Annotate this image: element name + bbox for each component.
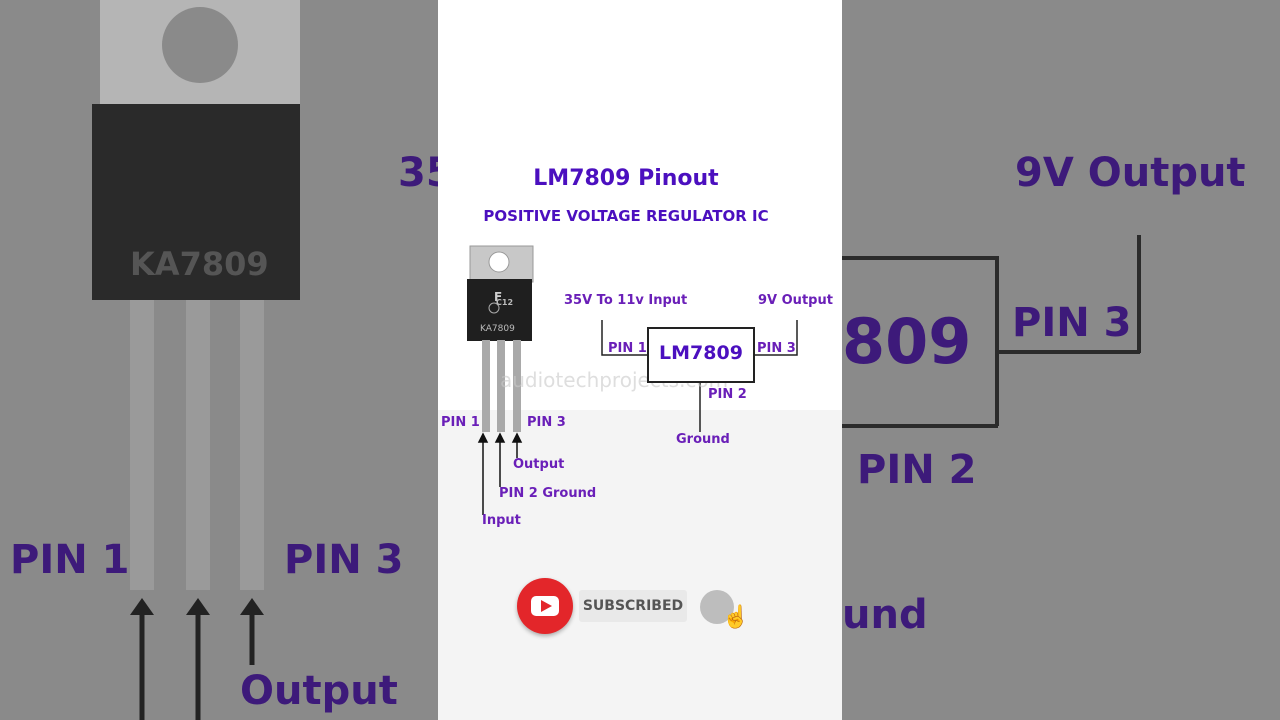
schematic-ground-label: Ground xyxy=(676,432,730,447)
background-pin3-text: PIN 3 xyxy=(284,537,404,583)
subscribed-button[interactable]: SUBSCRIBED xyxy=(579,590,687,622)
background-right: 9V Output 809 PIN 3 PIN 2 und xyxy=(842,0,1280,720)
schematic-ic-box: LM7809 xyxy=(647,327,755,383)
background-output-text: Output xyxy=(240,668,398,714)
background-ground-label: und xyxy=(842,592,928,638)
package-pin3-label: PIN 3 xyxy=(527,415,566,430)
chip-brand-marking: C12 xyxy=(496,298,514,307)
card-lower-panel xyxy=(438,410,842,720)
pinout-card: LM7809 Pinout POSITIVE VOLTAGE REGULATOR… xyxy=(438,0,842,720)
youtube-icon[interactable] xyxy=(517,578,573,634)
package-pin2-label: PIN 2 Ground xyxy=(499,486,597,501)
background-box-top xyxy=(842,256,998,260)
background-pin1-text: PIN 1 xyxy=(10,537,130,583)
page-title: LM7809 Pinout xyxy=(533,166,719,191)
to220-package-icon: F xyxy=(467,245,534,432)
background-output-title: 9V Output xyxy=(1015,150,1246,196)
youtube-play-icon xyxy=(531,596,559,616)
background-box-right xyxy=(995,256,999,426)
schematic-ic-name: LM7809 xyxy=(659,342,743,364)
background-output-line xyxy=(1137,235,1141,353)
background-pin2-label: PIN 2 xyxy=(857,447,977,493)
background-regulator-image xyxy=(92,0,300,720)
schematic-input-label: 35V To 11v Input xyxy=(564,293,688,308)
background-voltage-text: 35 xyxy=(398,150,438,196)
package-pin1-label: PIN 1 xyxy=(441,415,480,430)
background-pin3-line xyxy=(998,350,1140,354)
package-input-label: Input xyxy=(482,513,521,528)
background-chip-marking: KA7809 xyxy=(130,245,269,283)
background-ic-text: 809 xyxy=(842,305,972,378)
schematic-pin1-label: PIN 1 xyxy=(608,341,647,356)
package-output-label: Output xyxy=(513,457,565,472)
chip-part-marking: KA7809 xyxy=(480,324,515,334)
schematic-output-label: 9V Output xyxy=(758,293,833,308)
schematic-pin2-label: PIN 2 xyxy=(708,387,747,402)
background-box-bottom xyxy=(842,424,998,428)
package-drawing: F xyxy=(467,245,798,515)
page-subtitle: POSITIVE VOLTAGE REGULATOR IC xyxy=(483,207,769,225)
hand-cursor-icon: ☝ xyxy=(722,604,750,629)
svg-text:F: F xyxy=(494,290,502,304)
background-left: KA7809 35 PIN 1 PIN 3 Output xyxy=(0,0,438,720)
bell-icon[interactable] xyxy=(700,590,734,624)
pin-arrows xyxy=(477,432,523,515)
schematic-pin3-label: PIN 3 xyxy=(757,341,796,356)
schematic-lines xyxy=(601,320,798,432)
background-pin3-label: PIN 3 xyxy=(1012,300,1132,346)
